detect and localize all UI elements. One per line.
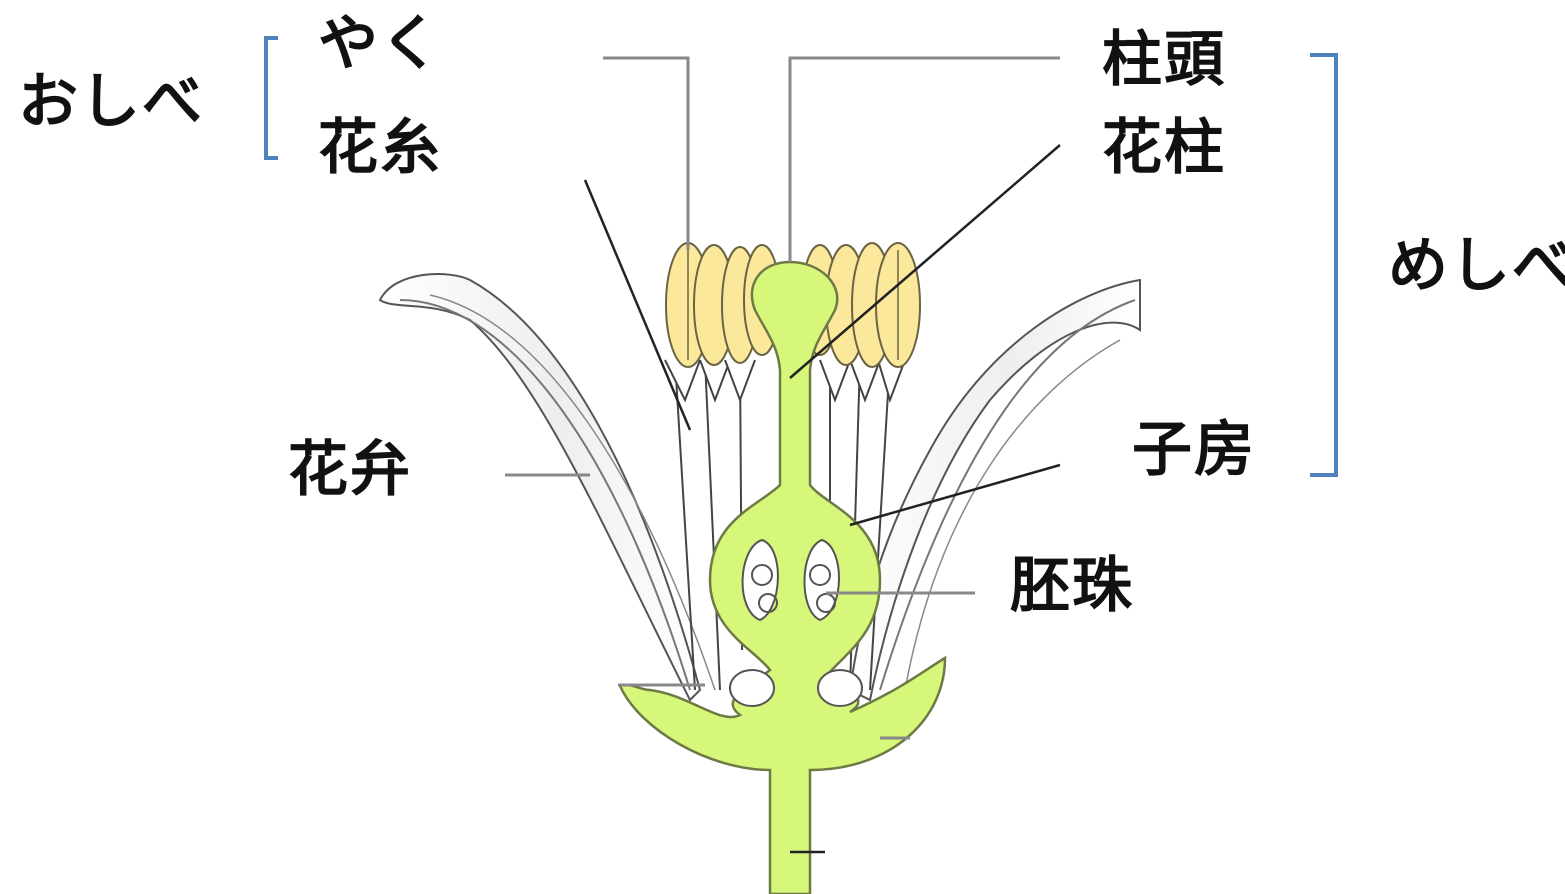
- label-oshibe: おしべ: [18, 72, 204, 132]
- label-chuto: 柱頭: [1102, 30, 1226, 90]
- bracket-oshibe: [266, 38, 278, 158]
- label-meshibe: めしべ: [1388, 236, 1565, 296]
- label-kachu: 花柱: [1102, 118, 1226, 178]
- bracket-meshibe: [1310, 55, 1336, 475]
- label-shibo: 子房: [1132, 420, 1256, 480]
- leader-yaku: [603, 58, 688, 250]
- petal-right-vein-2: [905, 340, 1120, 690]
- label-yaku: やく: [318, 14, 442, 74]
- label-haishu: 胚珠: [1010, 556, 1134, 616]
- leader-chuto: [790, 58, 1060, 262]
- label-kaben: 花弁: [288, 440, 412, 500]
- label-kashi: 花糸: [318, 118, 442, 178]
